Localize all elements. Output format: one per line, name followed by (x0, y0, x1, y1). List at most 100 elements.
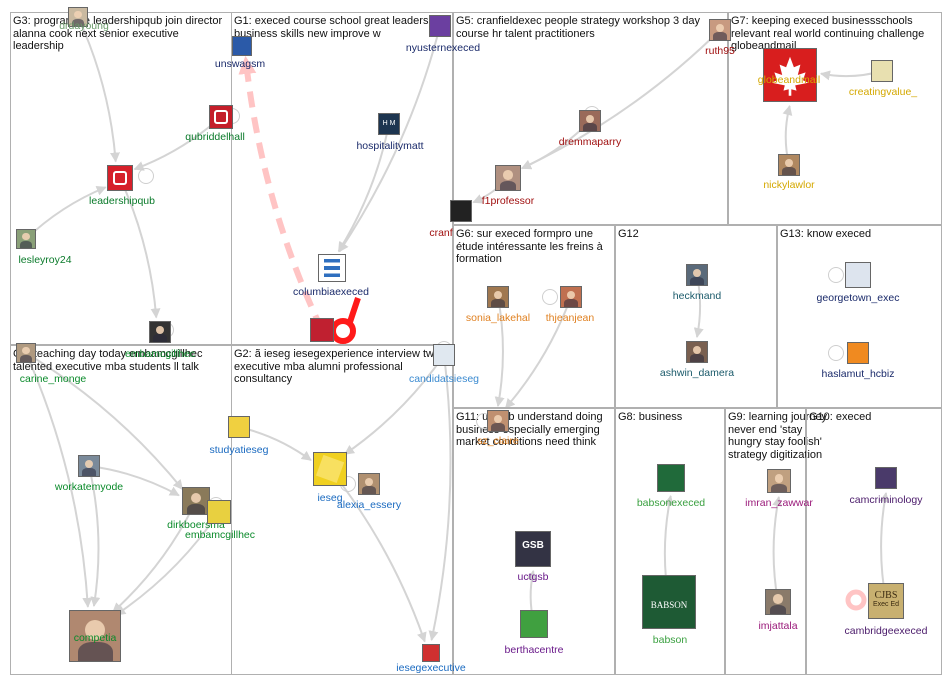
node-avatar-sz_claire[interactable] (487, 410, 509, 432)
avatar-face (503, 170, 513, 180)
group-title-g13: G13: know execed (780, 228, 872, 240)
avatar-face (773, 594, 783, 604)
node-avatar-nyusternexeced[interactable] (429, 15, 451, 37)
node-avatar-babson[interactable]: BABSON (642, 575, 696, 629)
edge-sonia_lakehal-sz_claire (494, 296, 505, 407)
node-avatar-globeandmail[interactable] (763, 48, 817, 102)
edge-carine_monge-dirkboersma (25, 352, 184, 490)
node-avatar-dremmaparry[interactable] (579, 110, 601, 132)
avatar-body (77, 642, 113, 661)
edge-drdayoung-leadershipqub (77, 16, 120, 163)
node-label-workatemyode: workatemyode (54, 481, 124, 493)
group-title-g3: G3: programme leadershipqub join directo… (13, 15, 223, 52)
self-loop-2 (542, 289, 558, 305)
cjbs-logo-subtext: Exec Ed (872, 601, 900, 608)
node-label-imjattala: imjattala (758, 620, 798, 632)
node-avatar-iesegexecutive[interactable] (422, 644, 440, 662)
node-avatar-hospitalitymatt[interactable]: H M (378, 113, 400, 135)
avatar-body (690, 277, 704, 285)
node-avatar-embamcgillhec2[interactable] (207, 500, 231, 524)
self-loop-0 (138, 168, 154, 184)
node-avatar-competia[interactable] (69, 610, 121, 662)
node-avatar-babsonexeced[interactable] (657, 464, 685, 492)
node-label-thjeanjean: thjeanjean (545, 312, 595, 324)
node-label-camcriminology: camcriminology (849, 494, 923, 506)
avatar-body (583, 123, 597, 131)
node-avatar-unswagsm[interactable] (232, 36, 252, 56)
group-box-g2 (231, 345, 453, 675)
node-avatar-berthacentre[interactable] (520, 610, 548, 638)
node-avatar-lesleyroy24[interactable] (16, 229, 36, 249)
node-avatar-studyatieseg[interactable] (228, 416, 250, 438)
node-label-ashwin_damera: ashwin_damera (659, 367, 735, 379)
group-title-g6: G6: sur execed formpro une étude intéres… (456, 228, 603, 265)
self-loop-strong-tail (347, 297, 361, 323)
group-title-g1: G1: execed course school great leadershi… (234, 15, 444, 40)
node-label-sz_claire: sz_claire (477, 435, 519, 447)
node-avatar-workatemyode[interactable] (78, 455, 100, 477)
group-box-g9 (725, 408, 806, 675)
node-avatar-candidatsieseg[interactable] (433, 344, 455, 366)
node-avatar-ieseg[interactable] (313, 452, 347, 486)
node-avatar-nickylawlor[interactable] (778, 154, 800, 176)
node-label-iesegexecutive: iesegexecutive (396, 662, 466, 674)
edge-leadershipqub-embamcgillhec (119, 177, 161, 319)
node-label-ruth95: ruth95 (705, 45, 735, 57)
node-avatar-alexia_essery[interactable] (358, 473, 380, 495)
node-avatar-georgetown_exec[interactable] (845, 262, 871, 288)
node-label-uctgsb: uctgsb (517, 571, 549, 583)
group-title-g2: G2: ã ieseg iesegexperience interview tw… (234, 348, 441, 385)
avatar-body (153, 334, 167, 342)
node-label-lesleyroy24: lesleyroy24 (18, 254, 72, 266)
edge-hospitalitymatt-columbiaexeced (337, 123, 390, 253)
node-label-drdayoung: drdayoung (59, 20, 109, 32)
node-label-alexia_essery: alexia_essery (336, 499, 402, 511)
node-avatar-columbiaexeced[interactable] (318, 254, 346, 282)
node-label-ieseg: ieseg (317, 492, 343, 504)
hm-logo-text: H M (382, 120, 396, 127)
avatar-face (693, 268, 701, 277)
node-label-heckmand: heckmand (672, 290, 722, 302)
avatar-body (362, 486, 376, 494)
node-avatar-embamcgillhec[interactable] (149, 321, 171, 343)
group-title-g8: G8: business (618, 411, 683, 423)
node-avatar-drdayoung[interactable] (68, 7, 88, 27)
avatar-face (85, 620, 105, 640)
edge-nyusternexeced-columbiaexeced (338, 25, 441, 253)
node-avatar-imran_zawwar[interactable] (767, 469, 791, 493)
node-avatar-uctgsb[interactable]: GSB (515, 531, 551, 567)
node-avatar-embedded_logo[interactable] (310, 318, 334, 342)
node-avatar-imjattala[interactable] (765, 589, 791, 615)
node-avatar-qubriddelhall[interactable] (209, 105, 233, 129)
node-avatar-creatingvalue[interactable] (871, 60, 893, 82)
edge-thjeanjean-sz_claire (504, 296, 572, 409)
cjbs-logo-text: CJBS (874, 590, 898, 601)
node-label-imran_zawwar: imran_zawwar (745, 497, 813, 509)
node-avatar-leadershipqub[interactable] (107, 165, 133, 191)
group-box-g12 (615, 225, 777, 408)
babson-logo-text: BABSON (650, 600, 688, 610)
node-avatar-carine_monge[interactable] (16, 343, 36, 363)
node-avatar-ashwin_damera[interactable] (686, 341, 708, 363)
self-loop-cambridge (845, 589, 867, 611)
node-avatar-heckmand[interactable] (686, 264, 708, 286)
edge-embamcgillhec2-competia (115, 511, 220, 616)
node-avatar-cranfieldexec[interactable] (450, 200, 472, 222)
group-title-g5: G5: cranfieldexec people strategy worksh… (456, 15, 700, 40)
node-avatar-haslamut_hcbiz[interactable] (847, 342, 869, 364)
node-avatar-dirkboersma[interactable] (182, 487, 210, 515)
node-avatar-sonia_lakehal[interactable] (487, 286, 509, 308)
node-avatar-f1professor[interactable] (495, 165, 521, 191)
node-avatar-ruth95[interactable] (709, 19, 731, 41)
avatar-face (22, 347, 30, 355)
avatar-body (782, 167, 796, 175)
node-avatar-camcriminology[interactable] (875, 467, 897, 489)
avatar-face (693, 345, 701, 354)
node-label-columbiaexeced: columbiaexeced (293, 286, 369, 298)
avatar-face (567, 290, 575, 299)
avatar-body (713, 32, 727, 40)
node-avatar-thjeanjean[interactable] (560, 286, 582, 308)
avatar-face (156, 325, 164, 334)
